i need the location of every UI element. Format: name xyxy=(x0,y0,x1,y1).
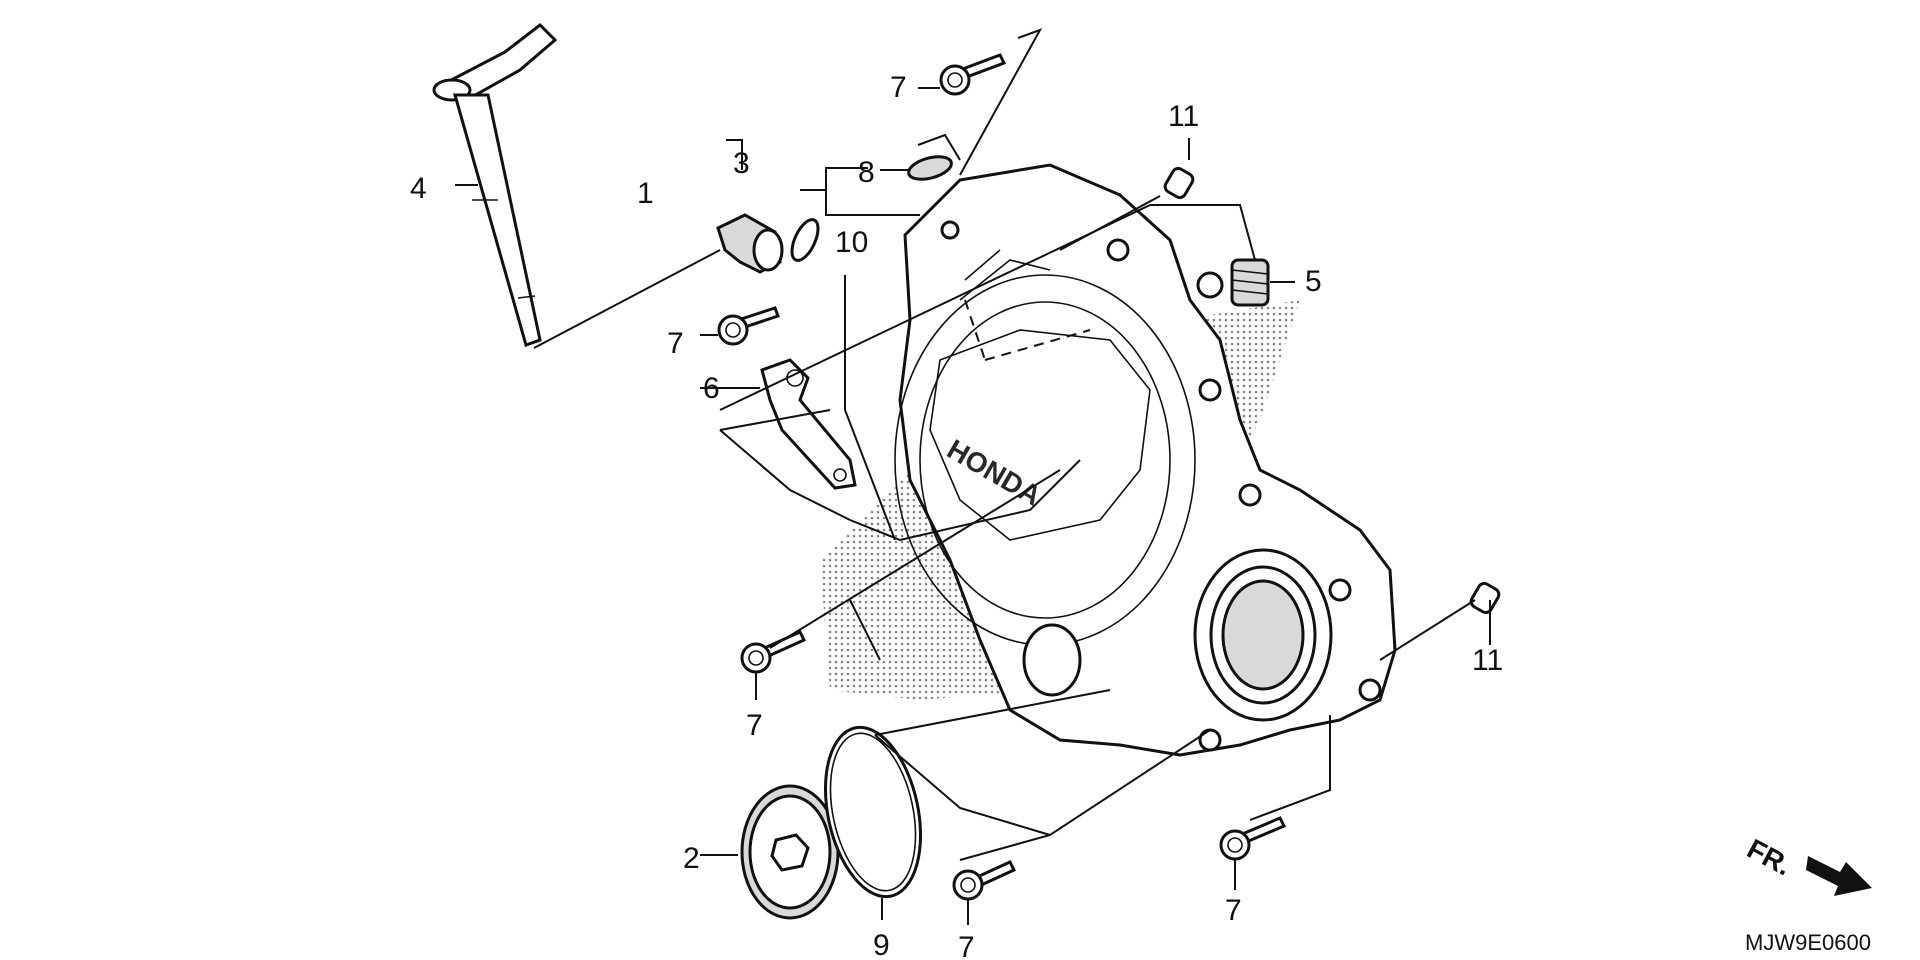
bolt-left-upper xyxy=(717,306,780,346)
bracket-stay-part xyxy=(760,358,857,490)
bolt-bottom-right xyxy=(1219,816,1287,861)
bolt-left-lower xyxy=(740,630,807,674)
grommet-part xyxy=(907,155,953,181)
callout-11-top: 11 xyxy=(1168,100,1199,133)
clutch-cap-part xyxy=(740,784,840,920)
callout-6: 6 xyxy=(703,372,720,405)
callout-9: 9 xyxy=(873,929,890,960)
diagram-code: MJW9E0600 xyxy=(1745,930,1871,955)
callout-8: 8 xyxy=(858,156,875,189)
callout-labels: 1 2 3 4 5 6 7 7 7 7 7 8 9 10 11 11 xyxy=(410,71,1503,960)
callout-3: 3 xyxy=(733,147,750,180)
direction-label: FR. xyxy=(1742,833,1796,882)
callout-7-left-upper: 7 xyxy=(667,327,684,360)
callout-7-top: 7 xyxy=(890,71,907,104)
oil-filler-cap-part xyxy=(716,213,784,274)
callout-7-bottom: 7 xyxy=(958,931,975,960)
callout-7-left-lower: 7 xyxy=(746,709,763,742)
bolt-top xyxy=(939,53,1007,96)
callout-5: 5 xyxy=(1305,265,1322,298)
dowel-pin-upper-part xyxy=(1163,166,1195,200)
shift-shaft-part xyxy=(432,23,558,347)
dowel-pin-lower-part xyxy=(1469,581,1501,615)
leader-lines xyxy=(455,28,1491,925)
callout-1: 1 xyxy=(637,177,654,210)
callout-4: 4 xyxy=(410,172,427,205)
o-ring-large-part xyxy=(823,725,923,899)
callout-10: 10 xyxy=(835,226,868,259)
spring-part xyxy=(1230,258,1270,307)
callout-2: 2 xyxy=(683,842,700,875)
front-direction-arrow-icon xyxy=(1806,856,1872,896)
callout-7-bottom-right: 7 xyxy=(1225,894,1242,927)
callout-11-right: 11 xyxy=(1472,644,1503,677)
bolt-bottom xyxy=(952,860,1017,901)
clutch-cover-part: HONDA xyxy=(894,163,1397,757)
o-ring-small-part xyxy=(790,218,820,262)
